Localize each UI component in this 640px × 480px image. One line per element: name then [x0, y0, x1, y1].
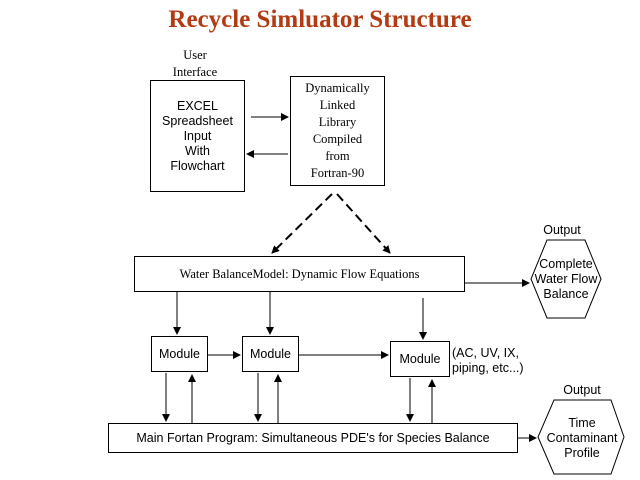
water-flow-output-hexagon	[530, 239, 602, 319]
water-flow-output-text: Complete Water Flow Balance	[534, 257, 598, 301]
excel-spreadsheet-text: EXCEL Spreadsheet Input With Flowchart	[162, 98, 233, 173]
module-3-text: Module	[399, 351, 441, 366]
dll-dashed-left	[271, 193, 333, 254]
water-balance-text: Water BalanceModel: Dynamic Flow Equatio…	[179, 266, 420, 281]
module-box-1: Module	[151, 336, 208, 372]
module-note: (AC, UV, IX, piping, etc...)	[452, 346, 524, 375]
water-balance-box: Water BalanceModel: Dynamic Flow Equatio…	[134, 256, 465, 292]
contaminant-output-hexagon	[537, 399, 625, 475]
diagram-title: Recycle Simluator Structure	[168, 6, 472, 33]
main-program-box: Main Fortan Program: Simultaneous PDE's …	[108, 423, 518, 453]
module-1-text: Module	[159, 346, 200, 361]
contaminant-output-text: Time Contaminant Profile	[546, 416, 618, 460]
module-box-3: Module	[390, 341, 450, 377]
dll-text: Dynamically Linked Library Compiled from…	[305, 81, 370, 180]
excel-spreadsheet-box: EXCEL Spreadsheet Input With Flowchart	[150, 80, 245, 192]
dll-dashed-right	[336, 193, 391, 254]
module-2-text: Module	[250, 346, 291, 361]
user-interface-label: User Interface	[172, 48, 218, 79]
dll-box: Dynamically Linked Library Compiled from…	[290, 76, 385, 186]
module-box-2: Module	[242, 336, 299, 372]
output-label-1: Output	[543, 223, 581, 237]
output-label-2: Output	[563, 383, 601, 397]
main-program-text: Main Fortan Program: Simultaneous PDE's …	[136, 430, 490, 445]
